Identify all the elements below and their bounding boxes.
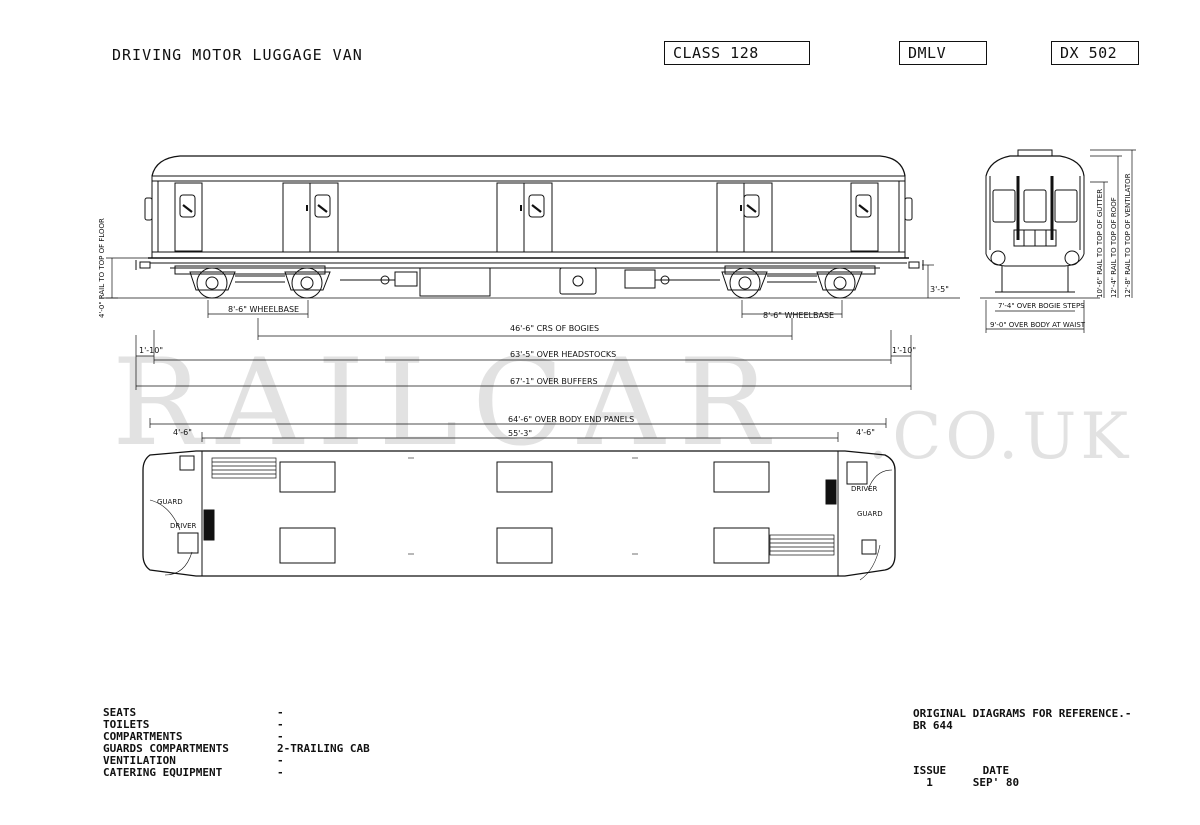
reference-line-2: BR 644 [913, 719, 953, 732]
dim-buffer-height: 3'-5" [930, 285, 949, 294]
watermark-main: RAILCAR [112, 334, 783, 473]
class-box: CLASS 128 [664, 41, 810, 65]
dim-rail-to-ventilator: 12'-8" RAIL TO TOP OF VENTILATOR [1124, 173, 1132, 298]
spec-value: - [277, 706, 284, 719]
issue-value: 1 [926, 776, 933, 789]
plan-label-driver-left: DRIVER [170, 522, 197, 530]
spec-key: SEATS [103, 706, 137, 719]
date-label: DATE [982, 764, 1010, 777]
dim-over-body-end-panels: 64'-6" OVER BODY END PANELS [508, 415, 634, 424]
spec-value: 2-TRAILING CAB [277, 742, 370, 755]
plan-label-guard-right: GUARD [857, 510, 883, 518]
spec-row: VENTILATION - [103, 755, 370, 767]
dim-cab-left: 4'-6" [173, 428, 192, 437]
spec-row: TOILETS - [103, 719, 370, 731]
diagram-number-box: DX 502 [1051, 41, 1139, 65]
dim-wheelbase-right: 8'-6" WHEELBASE [763, 311, 834, 320]
dim-over-buffers: 67'-1" OVER BUFFERS [510, 377, 598, 386]
dim-body-length: 55'-3" [508, 429, 532, 438]
spec-row: CATERING EQUIPMENT - [103, 767, 370, 779]
spec-key: COMPARTMENTS [103, 730, 183, 743]
spec-value: - [277, 754, 284, 767]
reference-note: ORIGINAL DIAGRAMS FOR REFERENCE.- BR 644 [913, 708, 1132, 732]
plan-label-guard-left: GUARD [157, 498, 183, 506]
dim-rail-to-roof: 12'-4" RAIL TO TOP OF ROOF [1110, 197, 1118, 298]
dim-crs-bogies: 46'-6" CRS OF BOGIES [510, 324, 599, 333]
reference-line-1: ORIGINAL DIAGRAMS FOR REFERENCE.- [913, 707, 1132, 720]
issue-column: ISSUE 1 [913, 765, 946, 789]
dimension-lines [106, 257, 934, 442]
issue-label: ISSUE [913, 764, 947, 777]
issue-block: ISSUE 1 DATE SEP' 80 [913, 765, 1039, 789]
plan-label-driver-right: DRIVER [851, 485, 878, 493]
dim-rail-to-floor: 4'-0" RAIL TO TOP OF FLOOR [98, 218, 106, 318]
spec-key: TOILETS [103, 718, 150, 731]
spec-key: VENTILATION [103, 754, 176, 767]
spec-value: - [277, 766, 284, 779]
spec-row: SEATS - [103, 707, 370, 719]
dim-rail-to-gutter: 10'-6" RAIL TO TOP OF GUTTER [1096, 189, 1104, 298]
spec-value: - [277, 730, 284, 743]
date-column: DATE SEP' 80 [973, 765, 1019, 789]
spec-key: CATERING EQUIPMENT [103, 766, 223, 779]
dim-end-left: 1'-10" [139, 346, 163, 355]
watermark-suffix: .CO.UK [868, 400, 1132, 474]
end-elevation [980, 149, 1136, 333]
side-elevation [100, 155, 960, 299]
dim-over-headstocks: 63'-5" OVER HEADSTOCKS [510, 350, 616, 359]
type-code-box: DMLV [899, 41, 987, 65]
spec-row: COMPARTMENTS - [103, 731, 370, 743]
spec-value: - [277, 718, 284, 731]
date-value: SEP' 80 [972, 776, 1020, 789]
specification-table: SEATS - TOILETS - COMPARTMENTS - GUARDS COM… [103, 707, 370, 779]
drawing-title: DRIVING MOTOR LUGGAGE VAN [112, 46, 363, 64]
spec-key: GUARDS COMPARTMENTS [103, 742, 229, 755]
dim-over-bogie-steps: 7'-4" OVER BOGIE STEPS [998, 302, 1085, 310]
dim-cab-right: 4'-6" [856, 428, 875, 437]
spec-row: GUARDS COMPARTMENTS 2-TRAILING CAB [103, 743, 370, 755]
plan-view [142, 450, 896, 581]
dim-over-body-at-waist: 9'-0" OVER BODY AT WAIST [990, 321, 1086, 329]
dim-wheelbase-left: 8'-6" WHEELBASE [228, 305, 299, 314]
dim-end-right: 1'-10" [892, 346, 916, 355]
